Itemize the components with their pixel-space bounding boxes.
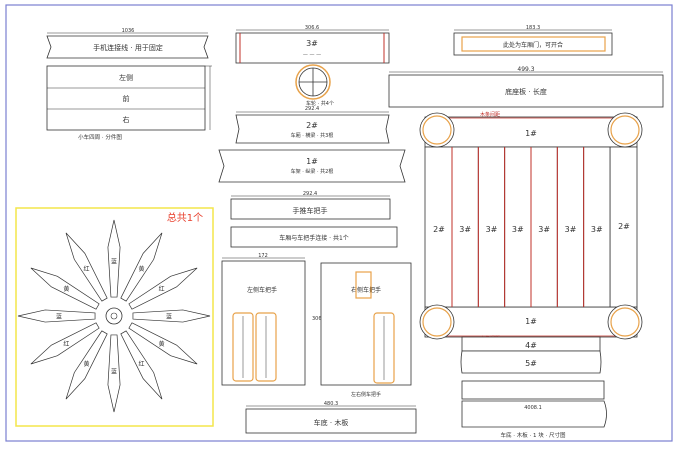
assembly-wheel-tr — [607, 112, 643, 148]
bottom-right-panel: 4008.1 车底 · 木板 · 1 块 · 尺寸图 — [461, 380, 607, 439]
assembly-wheel-bl — [419, 304, 455, 340]
assembly-part4: 4# — [525, 341, 537, 350]
cart-side-row2: 前 — [123, 94, 130, 103]
top-left-dim: 1036 — [122, 28, 135, 34]
flower-petal-label: 黄 — [138, 265, 144, 273]
bottom-right-dim: 4008.1 — [524, 405, 542, 411]
flower-petal-label: 红 — [63, 340, 69, 348]
part-1-panel: 1# 车架 · 纵梁 · 共2根 — [218, 149, 406, 183]
cart-sides-caption: 小车四周 · 分件图 — [78, 133, 122, 141]
frame-a-dim: 172 — [258, 253, 268, 259]
bottom-bar-panel: 480.3 车底 · 木板 — [245, 401, 417, 434]
flower-petal — [107, 334, 121, 413]
top-left-label: 手机连接线 · 用于固定 — [93, 43, 163, 52]
flower-note: 总共1个 — [167, 211, 203, 224]
slat — [504, 146, 532, 308]
slat-label: 3# — [512, 225, 524, 234]
slat — [556, 146, 585, 308]
frame-b-label: 右侧车把手 — [351, 286, 381, 294]
flower-petal-label: 蓝 — [111, 368, 117, 376]
wheel-panel: 车轮 · 共4个 — [295, 64, 334, 107]
top-right-dim: 183.3 — [526, 25, 540, 31]
part-3-dim: 306.6 — [305, 25, 319, 31]
assembly-top-label: 底座板 · 长度 — [505, 87, 547, 96]
top-left-strip: 1036 手机连接线 · 用于固定 — [46, 28, 209, 59]
flower-petal-label: 黄 — [63, 285, 69, 293]
assembly-panel: 499.3 底座板 · 长度 1# 1# 木条间距 木条间距 2# 2# 3#3… — [388, 66, 664, 374]
wheel-caption: 车轮 · 共4个 — [306, 100, 334, 107]
flower-petal — [17, 309, 96, 323]
top-right-label: 此处为车厢门，可开合 — [503, 41, 563, 49]
frame-b-caption: 左右侧车把手 — [351, 391, 381, 398]
part-3-panel: 306.6 3# — — — — [235, 25, 390, 64]
flower-petal — [107, 219, 121, 298]
bottom-right-caption: 车底 · 木板 · 1 块 · 尺寸图 — [501, 431, 566, 439]
flower-petal — [65, 330, 108, 400]
frame-a-side: 306.6 — [312, 316, 326, 322]
assembly-beam-top: 1# — [525, 129, 537, 138]
flower-petal — [128, 322, 198, 365]
flower-petal — [132, 309, 211, 323]
bracket-label: 手推车把手 — [293, 206, 328, 215]
slat-label: 3# — [565, 225, 577, 234]
top-right-tag: 183.3 此处为车厢门，可开合 — [453, 25, 613, 56]
assembly-wheel-br — [607, 304, 643, 340]
part-2-panel: 292.4 2# 车厢 · 横梁 · 共3根 — [235, 106, 390, 144]
assembly-left-post: 2# — [433, 225, 445, 234]
slat-label: 3# — [459, 225, 471, 234]
assembly-right-post: 2# — [618, 222, 630, 231]
flower-petal-label: 蓝 — [56, 313, 62, 321]
flower-center — [105, 307, 123, 325]
part-1-sub: 车架 · 纵梁 · 共2根 — [291, 168, 334, 175]
assembly-part5: 5# — [525, 359, 537, 368]
part-2-label: 2# — [306, 121, 318, 130]
bottom-bar-dim: 480.3 — [324, 401, 338, 407]
slat — [583, 146, 611, 308]
flower-petal-label: 蓝 — [166, 313, 172, 321]
assembly-slats: 3# 3# 3# 3# 3# 3# — [451, 146, 611, 308]
slat-label: 3# — [591, 225, 603, 234]
bracket-panel: 292.4 手推车把手 车厢与车把手连接 · 共1个 — [230, 191, 398, 248]
assembly-red-top: 木条间距 — [480, 111, 500, 118]
part-2-dim: 292.4 — [305, 106, 319, 112]
flower-petal-label: 蓝 — [111, 258, 117, 266]
cart-side-row1: 左侧 — [119, 73, 133, 82]
assembly-wheel-tl — [419, 112, 455, 148]
frame-a-label: 左侧车把手 — [247, 286, 277, 294]
part-3-label: 3# — [306, 39, 318, 48]
bottom-bar-label: 车底 · 木板 — [314, 418, 349, 427]
flower-petal-label: 红 — [159, 285, 165, 293]
slat-label: 3# — [538, 225, 550, 234]
assembly-top-dim: 499.3 — [517, 66, 534, 73]
cart-sides-panel: 左侧 前 右 小车四周 · 分件图 — [46, 65, 212, 141]
sheet-border — [5, 4, 673, 442]
flower-petal-label: 红 — [138, 360, 144, 368]
flower-petal — [30, 322, 100, 365]
flower-petal-label: 黄 — [159, 340, 165, 348]
slat — [530, 146, 558, 308]
flower-petal — [30, 267, 100, 310]
part-2-sub: 车厢 · 横梁 · 共3根 — [291, 132, 334, 139]
part-1-label: 1# — [306, 157, 318, 166]
svg-text:— — —: — — — — [303, 52, 321, 58]
flower-petal — [128, 267, 198, 310]
bracket-sub: 车厢与车把手连接 · 共1个 — [279, 234, 349, 242]
flower-petal-label: 黄 — [83, 360, 89, 368]
flower-petal-label: 红 — [83, 265, 89, 273]
slat-label: 3# — [486, 225, 498, 234]
flower-petal — [120, 330, 163, 400]
bracket-dim: 292.4 — [303, 191, 317, 197]
frame-a-panel: 172 左侧车把手 306.6 — [221, 253, 326, 386]
flower-petal — [120, 232, 163, 302]
flower-petal — [65, 232, 108, 302]
assembly-beam-bottom: 1# — [525, 317, 537, 326]
frame-b-panel: 右侧车把手 左右侧车把手 — [320, 262, 412, 398]
cart-side-row3: 右 — [123, 115, 130, 124]
